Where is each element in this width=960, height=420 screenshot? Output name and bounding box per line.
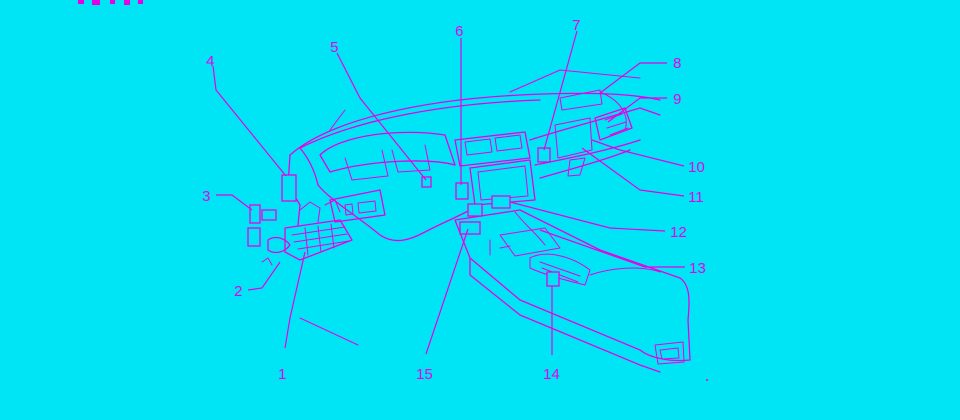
component-7-module: [537, 147, 551, 163]
callout-14: 14: [543, 366, 560, 383]
callout-7: 7: [572, 17, 580, 34]
leader-1: [284, 251, 306, 349]
leader-7: [543, 30, 578, 151]
callout-11: 11: [688, 189, 704, 206]
component-4-relay: [281, 174, 297, 202]
component-6-module: [455, 182, 469, 200]
leader-15: [425, 228, 469, 355]
callout-13: 13: [689, 260, 706, 277]
junction-block-area: [261, 199, 359, 346]
callout-1: 1: [278, 366, 286, 383]
callout-15: 15: [416, 366, 433, 383]
leader-9: [607, 97, 667, 123]
component-12-module: [491, 195, 511, 209]
callout-5: 5: [330, 39, 338, 56]
center-console: [454, 209, 691, 373]
callout-10: 10: [688, 159, 705, 176]
component-5-module: [421, 176, 432, 188]
leader-8: [599, 62, 667, 94]
callout-4: 4: [206, 53, 214, 70]
header-artifact: [78, 0, 143, 5]
leader-12: [509, 201, 666, 232]
dashboard-outline: [287, 69, 661, 242]
leader-2: [247, 261, 281, 291]
callout-6: 6: [455, 23, 463, 40]
leader-4: [212, 65, 287, 177]
component-15-module-a: [459, 221, 481, 235]
leader-11: [581, 147, 685, 197]
stray-mark: [706, 379, 708, 381]
callout-12: 12: [670, 224, 687, 241]
component-3-connector-a: [249, 204, 261, 224]
leader-13: [539, 229, 685, 268]
components: [247, 147, 560, 287]
callout-2: 2: [234, 283, 242, 300]
component-3-connector-b: [247, 227, 261, 247]
callout-labels: 1 2 3 4 5 6 7 8 9 10 11 12 13 14 15: [202, 17, 706, 383]
component-3-connector-c: [261, 209, 277, 221]
leader-3: [216, 194, 253, 211]
callout-8: 8: [673, 55, 681, 72]
component-14-module: [546, 271, 560, 287]
callout-9: 9: [673, 91, 681, 108]
leader-5: [336, 52, 427, 181]
callout-3: 3: [202, 188, 210, 205]
leader-lines: [212, 30, 685, 355]
leader-10: [591, 139, 685, 167]
component-15-module-b: [467, 203, 483, 217]
